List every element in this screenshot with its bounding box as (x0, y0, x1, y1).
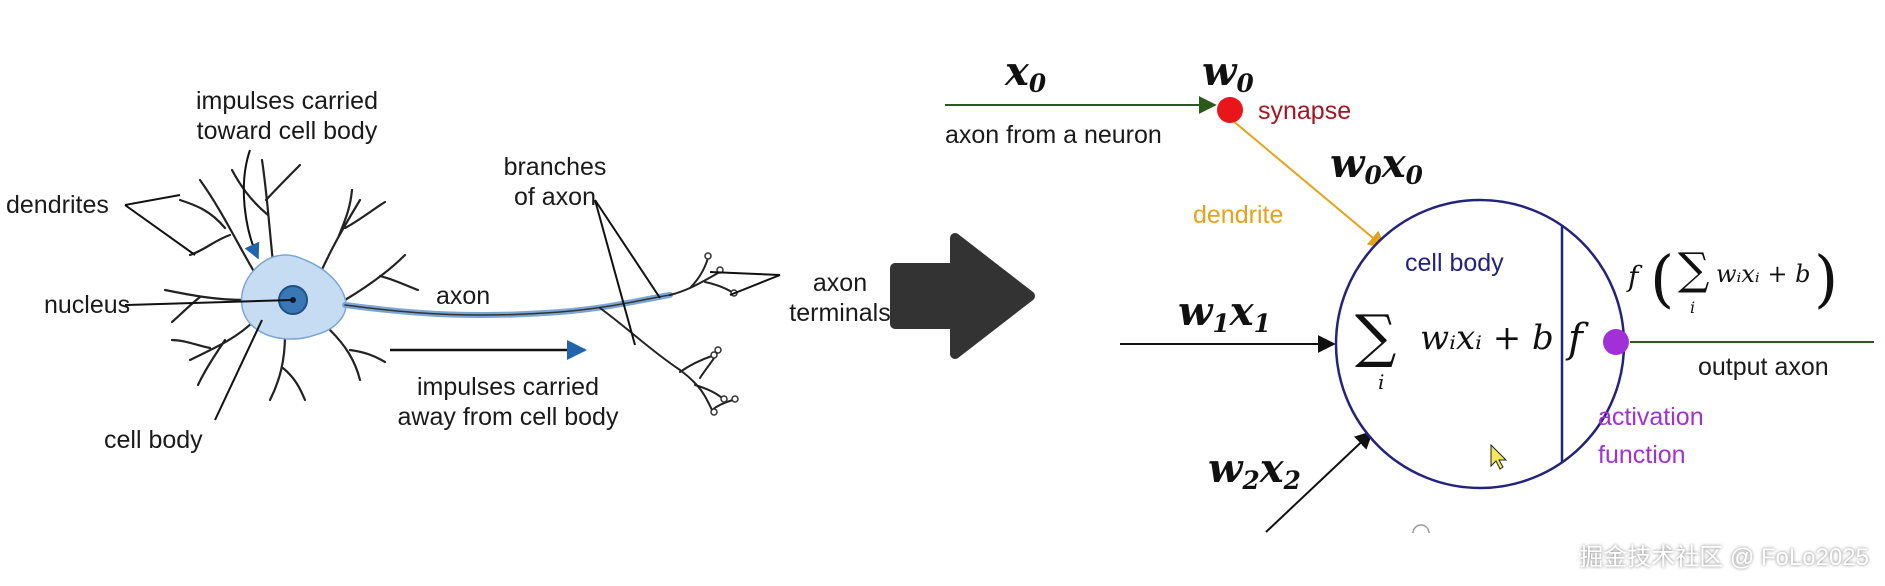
sum-sigma-symbol: ∑ (1355, 302, 1397, 370)
activation-line2: function (1598, 441, 1686, 469)
output-sum-expression: wᵢxᵢ + b (1716, 260, 1811, 288)
activation-line1: activation (1598, 403, 1704, 431)
impulses-away-line2: away from cell body (397, 403, 619, 431)
cell-body-model-label: cell body (1405, 249, 1504, 277)
output-close-paren: ) (1814, 242, 1839, 315)
toward-arrow (242, 149, 260, 260)
impulses-away-label: impulses carried away from cell body (378, 372, 638, 432)
axon-from-neuron-label: axon from a neuron (945, 121, 1162, 149)
bio-pointer-lines (124, 194, 781, 421)
branches-of-axon-label: branches of axon (480, 152, 630, 212)
mouse-cursor-icon (1490, 443, 1508, 470)
input-line-w2x2 (1265, 430, 1374, 533)
output-sigma: ∑ (1678, 244, 1710, 295)
f-symbol: f (1568, 316, 1583, 362)
transition-arrow-icon (890, 233, 1035, 359)
axon-terminals-label: axon terminals (780, 268, 900, 328)
output-sum-index: i (1690, 298, 1696, 317)
output-f: f (1628, 260, 1639, 293)
branches-line1: branches (503, 153, 607, 181)
synapse-label: synapse (1258, 97, 1352, 125)
synapse-dot (1217, 97, 1243, 123)
impulses-toward-label: impulses carried toward cell body (172, 86, 402, 146)
dendrites-label: dendrites (6, 191, 109, 219)
activation-dot (1603, 329, 1629, 355)
x0-label: x0 (1005, 48, 1047, 98)
axon-terminals-line1: axon (812, 269, 868, 297)
biological-neuron (163, 158, 739, 416)
nucleus-label: nucleus (44, 291, 131, 319)
impulses-toward-line1: impulses carried (195, 87, 378, 115)
cell-body-bio-label: cell body (104, 426, 203, 454)
sum-index: i (1378, 370, 1385, 394)
watermark: 掘金技术社区 @ FoLo2025 (1579, 544, 1869, 571)
output-open-paren: ( (1650, 242, 1675, 315)
dendrite-line (1231, 119, 1387, 250)
loading-indicator-icon (1412, 524, 1430, 534)
impulses-toward-line2: toward cell body (196, 117, 378, 145)
dendrite-label: dendrite (1193, 201, 1284, 229)
axon-terminals-line2: terminals (789, 299, 891, 327)
output-axon-label: output axon (1698, 353, 1829, 381)
axon-label: axon (436, 282, 491, 310)
w0x0-label: w0x0 (1330, 140, 1423, 190)
output-expression: f ( ∑ i wᵢxᵢ + b ) (1624, 236, 1838, 336)
activation-function-label: activation function (1598, 398, 1704, 474)
w1x1-label: w1x1 (1178, 288, 1271, 338)
impulses-away-line1: impulses carried (416, 373, 599, 401)
w0-label: w0 (1202, 48, 1254, 98)
dendrite-branches (163, 158, 420, 402)
branches-line2: of axon (513, 183, 596, 211)
w2x2-label: w2x2 (1208, 445, 1301, 495)
sum-expression: wᵢxᵢ + b (1420, 318, 1554, 358)
